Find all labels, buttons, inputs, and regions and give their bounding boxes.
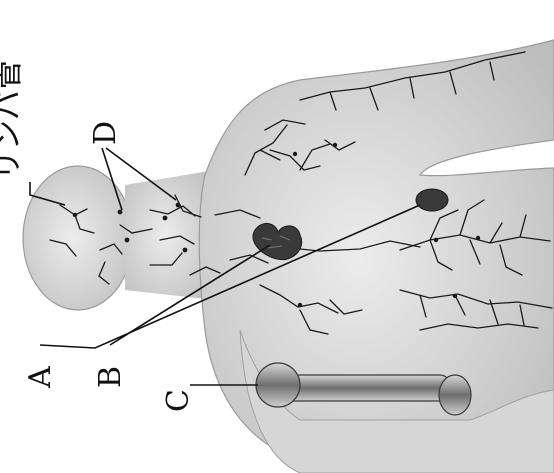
label-B: B <box>93 366 128 388</box>
head <box>23 166 133 310</box>
spleen <box>416 189 448 211</box>
label-A: A <box>23 366 58 389</box>
label-C: C <box>161 389 196 412</box>
label-D: D <box>88 121 123 145</box>
label-lymph-vessel: リンパ管 <box>0 60 26 180</box>
